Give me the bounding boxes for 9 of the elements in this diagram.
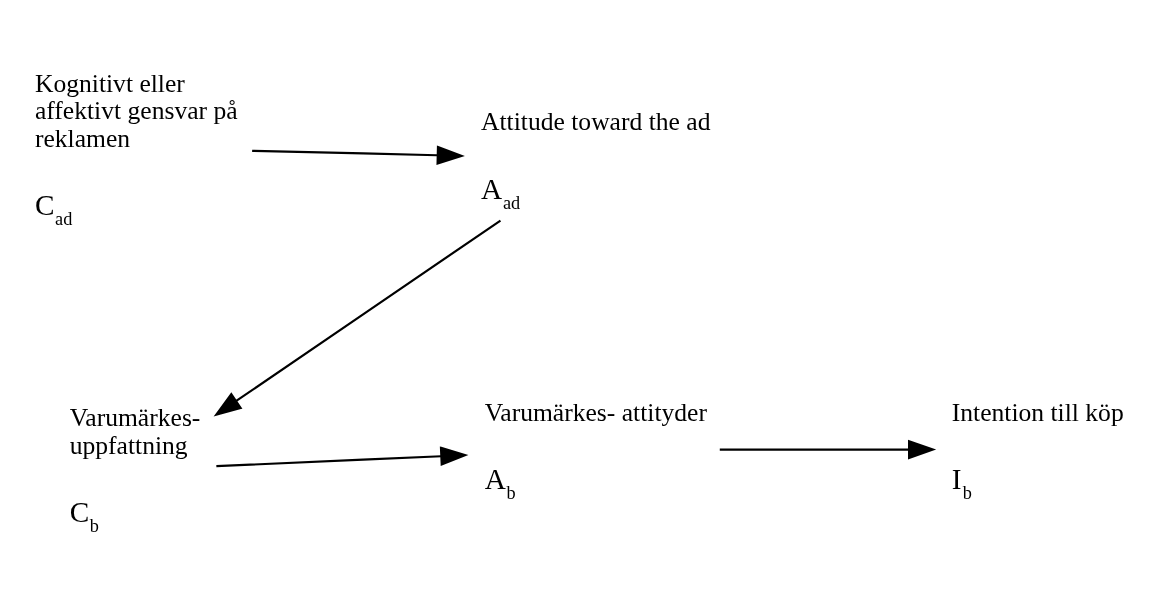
arrow: [719, 439, 937, 459]
node-text: Varumärkes- uppfattning C$_{b}$: [69, 402, 201, 536]
arrow: [252, 144, 465, 165]
arrow: [216, 445, 469, 467]
node-text: Intention till köp I$_{b}$: [951, 397, 1124, 503]
node-text: Kognitivt eller affektivt gensvar på reklamen C$_{ad}$: [34, 68, 238, 229]
arrow: [213, 219, 502, 416]
node-text: Attitude toward the ad A$_{ad}$: [481, 106, 711, 213]
node-text: Varumärkes- attityder A$_{b}$: [484, 397, 707, 503]
